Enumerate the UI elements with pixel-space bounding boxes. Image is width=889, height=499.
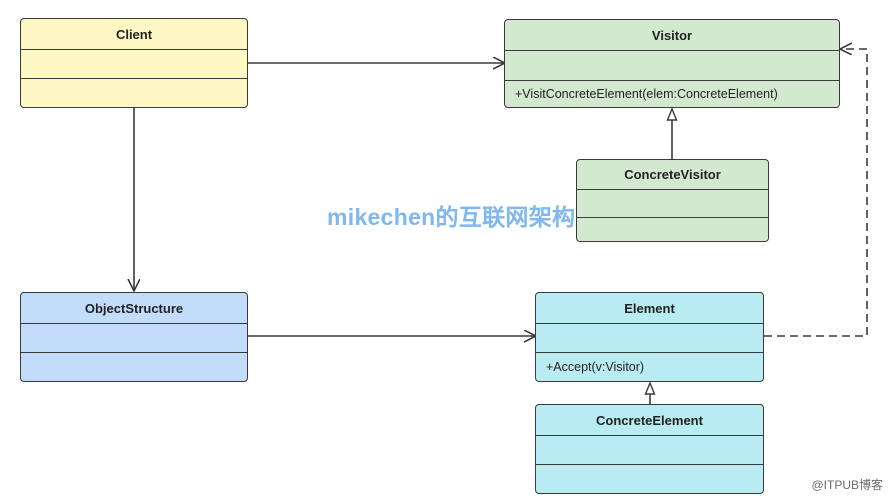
class-object-structure[interactable]: ObjectStructure: [20, 292, 248, 382]
class-client-name: Client: [21, 19, 247, 50]
class-object-structure-name: ObjectStructure: [21, 293, 247, 324]
class-concrete-element-attributes: [536, 436, 763, 465]
element-visitor-dependency: [764, 49, 868, 337]
class-concrete-visitor-name: ConcreteVisitor: [577, 160, 768, 190]
class-concrete-visitor-methods: [577, 218, 768, 241]
class-visitor-name: Visitor: [505, 20, 839, 51]
credit-text: @ITPUB博客: [811, 478, 883, 492]
watermark-text: mikechen的互联网架构: [327, 204, 576, 230]
inheritance-triangle-visitor: [666, 107, 678, 121]
class-object-structure-methods: [21, 353, 247, 381]
class-concrete-visitor-attributes: [577, 190, 768, 218]
class-object-structure-attributes: [21, 324, 247, 353]
class-concrete-element-methods: [536, 465, 763, 493]
class-element-method: +Accept(v:Visitor): [546, 360, 645, 374]
class-visitor-method: +VisitConcreteElement(elem:ConcreteEleme…: [515, 87, 778, 101]
class-client-attributes: [21, 50, 247, 79]
class-concrete-element[interactable]: ConcreteElement: [535, 404, 764, 494]
class-client-methods: [21, 79, 247, 107]
class-concrete-element-name: ConcreteElement: [536, 405, 763, 436]
class-visitor[interactable]: Visitor +VisitConcreteElement(elem:Concr…: [504, 19, 840, 108]
class-visitor-attributes: [505, 51, 839, 81]
class-concrete-visitor[interactable]: ConcreteVisitor: [576, 159, 769, 242]
class-element-attributes: [536, 324, 763, 353]
class-element[interactable]: Element +Accept(v:Visitor): [535, 292, 764, 382]
inheritance-triangle-element: [644, 381, 656, 395]
class-element-name: Element: [536, 293, 763, 324]
class-client[interactable]: Client: [20, 18, 248, 108]
